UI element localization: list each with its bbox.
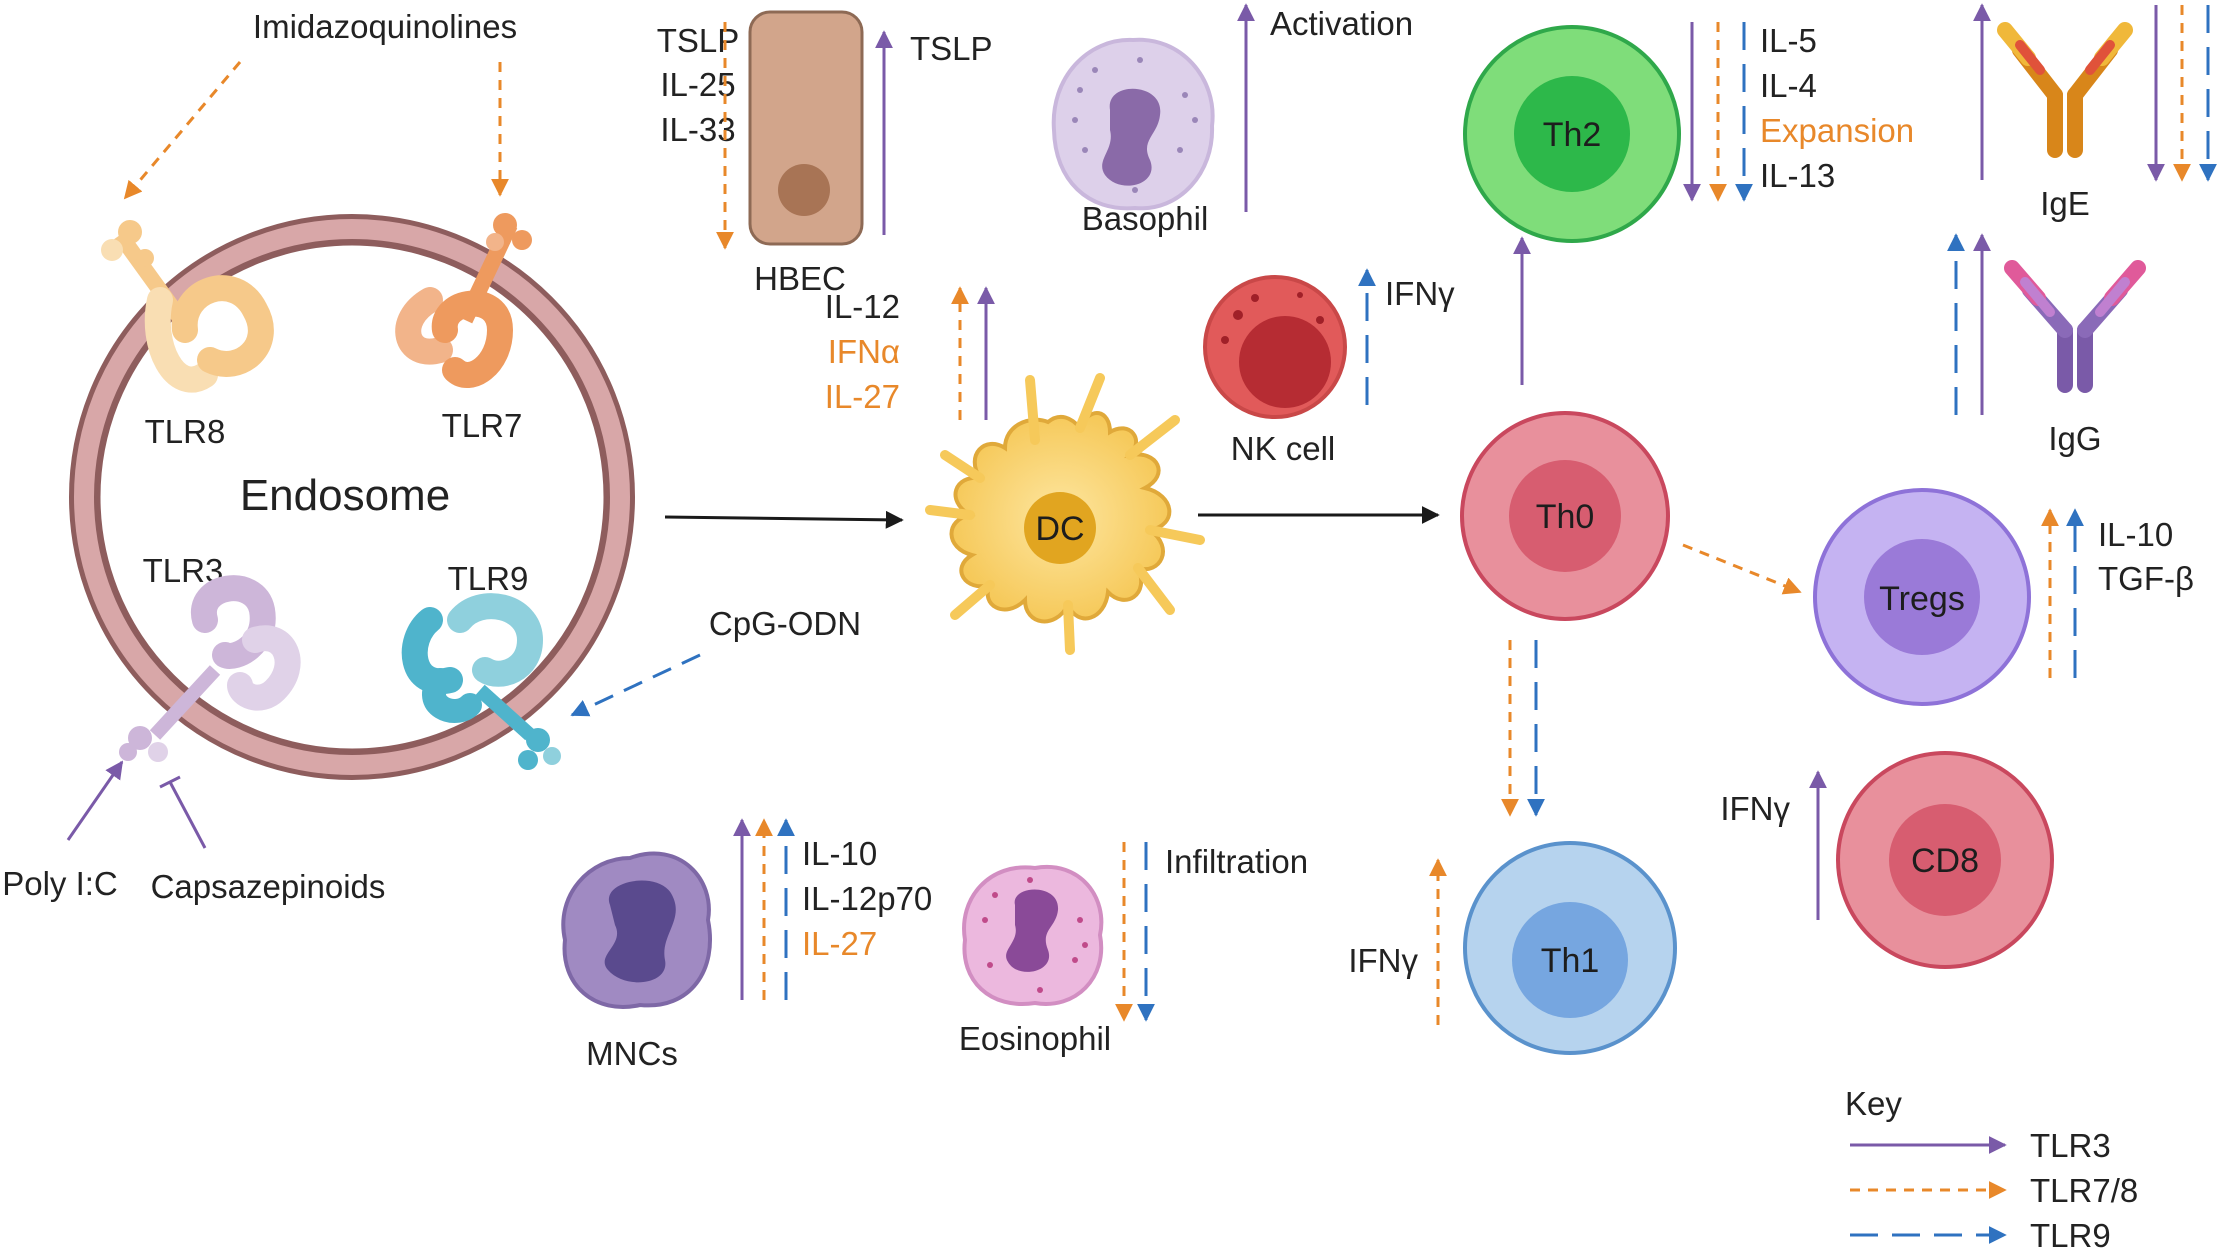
- tlr8-receptor-icon: [101, 220, 274, 393]
- basophil-activation-label: Activation: [1270, 5, 1413, 42]
- tregs-cytokine-tgfb: TGF-β: [2098, 560, 2194, 597]
- tregs-label: Tregs: [1879, 580, 1965, 618]
- eosinophil-cell-icon: [962, 864, 1104, 1006]
- capsazepinoids-inhibit-bar: [159, 775, 181, 789]
- endosome-to-dc-arrow: [664, 510, 904, 529]
- nk-ifng-label: IFNγ: [1385, 275, 1455, 312]
- tlr7-receptor-icon: [395, 213, 532, 388]
- key-tlr78-label: TLR7/8: [2030, 1172, 2138, 1209]
- tregs-cell-icon: [1813, 488, 2031, 706]
- basophil-cell-icon: [1051, 37, 1215, 211]
- basophil-label: Basophil: [1082, 200, 1209, 237]
- tlr8-label: TLR8: [145, 413, 226, 450]
- tlr9-receptor-icon: [401, 593, 561, 770]
- th2-cell-icon: [1463, 25, 1681, 243]
- nk-cell-label: NK cell: [1231, 430, 1336, 467]
- key-title: Key: [1845, 1085, 1902, 1122]
- dc-cytokine-il27: IL-27: [825, 378, 900, 415]
- capsazepinoids-label: Capsazepinoids: [151, 868, 386, 905]
- endosome-label: Endosome: [240, 471, 450, 520]
- th1-label: Th1: [1541, 942, 1600, 980]
- poly-ic-label: Poly I:C: [2, 865, 118, 902]
- th1-cell-icon: [1463, 841, 1677, 1055]
- th2-expansion-label: Expansion: [1760, 112, 1914, 149]
- eosinophil-infiltration-label: Infiltration: [1165, 843, 1308, 880]
- hbec-cell-icon: [748, 10, 864, 246]
- dc-cell-icon: [925, 373, 1205, 655]
- dc-label: DC: [1035, 510, 1084, 548]
- cd8-cell-icon: [1836, 751, 2054, 969]
- capsazepinoids-inhibit-line: [168, 781, 207, 849]
- dc-cytokine-ifna: IFNα: [828, 333, 900, 370]
- hbec-label: HBEC: [754, 260, 846, 297]
- hbec-input-tslp: TSLP: [657, 22, 740, 59]
- nk-cell-icon: [1203, 275, 1347, 419]
- tlr7-label: TLR7: [442, 407, 523, 444]
- th0-label: Th0: [1536, 498, 1595, 536]
- key-legend: Key TLR3 TLR7/8 TLR9: [1845, 1085, 2138, 1252]
- cd8-label: CD8: [1911, 842, 1979, 880]
- poly-ic-arrow: [66, 760, 124, 841]
- mncs-cell-icon: [561, 851, 712, 1009]
- th1-ifng-label: IFNγ: [1348, 942, 1418, 979]
- imidazoquinolines-label: Imidazoquinolines: [253, 8, 517, 45]
- hbec-input-il25: IL-25: [660, 66, 735, 103]
- th0-to-tregs-arrow: [1682, 543, 1802, 595]
- imidazoquinolines-to-tlr8-arrow: [123, 61, 242, 200]
- eosinophil-label: Eosinophil: [959, 1020, 1111, 1057]
- mncs-cytokine-il27: IL-27: [802, 925, 877, 962]
- cpg-odn-label: CpG-ODN: [709, 605, 861, 642]
- tregs-cytokine-il10: IL-10: [2098, 516, 2173, 553]
- hbec-input-il33: IL-33: [660, 111, 735, 148]
- th2-cytokine-il13: IL-13: [1760, 157, 1835, 194]
- key-tlr9-label: TLR9: [2030, 1217, 2111, 1252]
- ige-label: IgE: [2040, 185, 2090, 222]
- mncs-cytokine-il10: IL-10: [802, 835, 877, 872]
- mncs-label: MNCs: [586, 1035, 678, 1072]
- th2-label: Th2: [1543, 116, 1602, 154]
- tlr9-label: TLR9: [448, 560, 529, 597]
- igg-antibody-icon: [2004, 260, 2146, 393]
- hbec-output-tslp: TSLP: [910, 30, 993, 67]
- mncs-cytokine-il12p70: IL-12p70: [802, 880, 932, 917]
- tlr3-receptor-icon: [119, 575, 301, 762]
- cpg-odn-arrow: [570, 653, 701, 717]
- dc-cytokine-il12: IL-12: [825, 288, 900, 325]
- th2-cytokine-il5: IL-5: [1760, 22, 1817, 59]
- igg-label: IgG: [2048, 420, 2101, 457]
- key-tlr3-label: TLR3: [2030, 1127, 2111, 1164]
- th2-cytokine-il4: IL-4: [1760, 67, 1817, 104]
- ige-antibody-icon: [1997, 22, 2133, 158]
- cd8-ifng-label: IFNγ: [1720, 790, 1790, 827]
- th0-cell-icon: [1460, 411, 1670, 621]
